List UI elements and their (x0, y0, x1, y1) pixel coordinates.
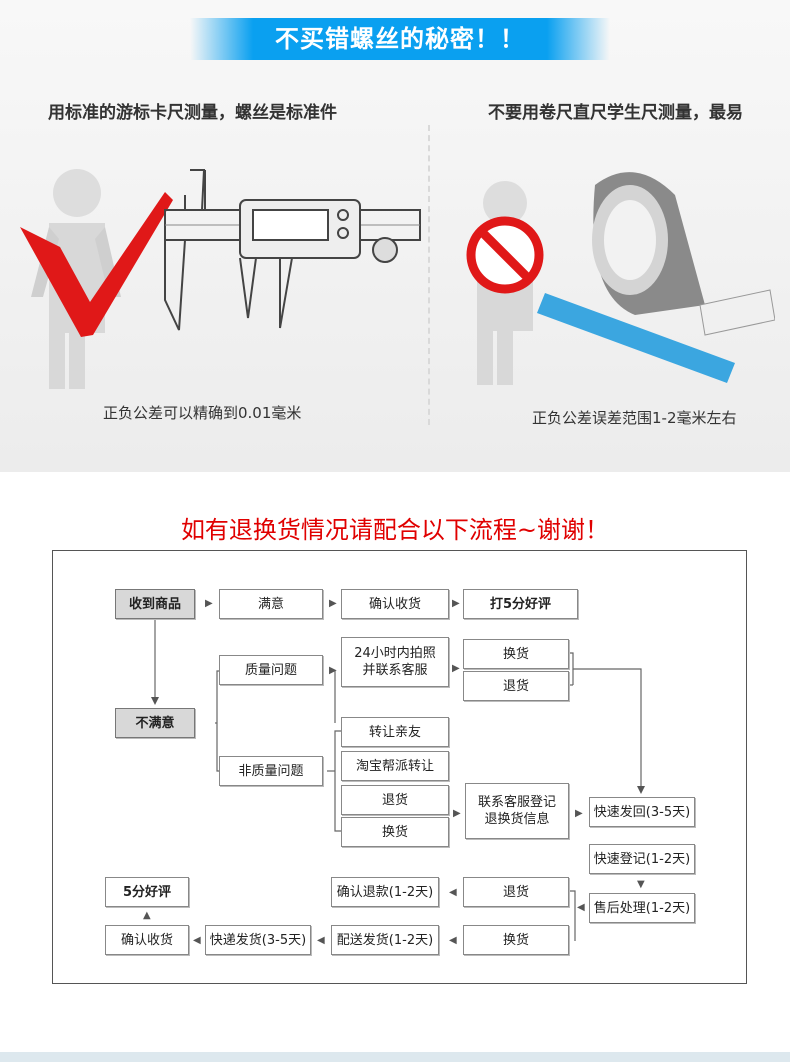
ruler-icon (537, 293, 735, 383)
arrow-down-icon: ▼ (637, 879, 645, 890)
arrow-right-icon: ▶ (329, 598, 337, 609)
step-register: 快速登记(1-2天) (589, 844, 695, 874)
step-return-3: 退货 (463, 877, 569, 907)
step-non-quality-issue: 非质量问题 (219, 756, 323, 786)
return-policy-tagline: 如有退换货情况请配合以下流程~谢谢！ (180, 516, 610, 544)
arrow-left-icon: ◀ (577, 902, 585, 913)
step-taobao-transfer: 淘宝帮派转让 (341, 751, 449, 781)
step-confirm-refund: 确认退款(1-2天) (331, 877, 439, 907)
step-ship-out: 配送发货(1-2天) (331, 925, 439, 955)
step-exchange-2: 换货 (341, 817, 449, 847)
step-confirm-receipt-final: 确认收货 (105, 925, 189, 955)
arrow-left-icon: ◀ (449, 887, 457, 898)
step-quality-issue: 质量问题 (219, 655, 323, 685)
banner-title: 不买错螺丝的秘密！！ (190, 18, 610, 60)
comparison-panel: 不买错螺丝的秘密！！ 用标准的游标卡尺测量，螺丝是标准件 不要用卷尺直尺学生尺测… (0, 0, 790, 472)
step-return: 退货 (463, 671, 569, 701)
step-express-ship: 快递发货(3-5天) (205, 925, 311, 955)
arrow-right-icon: ▶ (205, 598, 213, 609)
panel-divider (428, 125, 430, 425)
return-flowchart: 收到商品 ▶ 满意 ▶ 确认收货 ▶ 打5分好评 不满意 质量问题 ▶ 24小时… (52, 550, 747, 984)
step-return-2: 退货 (341, 785, 449, 815)
prohibited-icon (466, 216, 544, 294)
step-receive-goods: 收到商品 (115, 589, 195, 619)
right-panel-title: 不要用卷尺直尺学生尺测量，最易 (488, 103, 743, 123)
step-exchange: 换货 (463, 639, 569, 669)
step-unsatisfied: 不满意 (115, 708, 195, 738)
arrow-left-icon: ◀ (449, 935, 457, 946)
right-panel-caption: 正负公差误差范围1-2毫米左右 (532, 409, 737, 427)
step-satisfied: 满意 (219, 589, 323, 619)
step-contact-register: 联系客服登记 退换货信息 (465, 783, 569, 839)
arrow-left-icon: ◀ (193, 935, 201, 946)
tape-measure-icon (592, 172, 775, 336)
arrow-right-icon: ▶ (452, 598, 460, 609)
step-good-review-final: 5分好评 (105, 877, 189, 907)
arrow-right-icon: ▶ (452, 663, 460, 674)
arrow-right-icon: ▶ (575, 808, 583, 819)
arrow-up-icon: ▲ (143, 910, 151, 921)
arrow-left-icon: ◀ (317, 935, 325, 946)
check-mark-icon (20, 192, 173, 337)
left-panel-title: 用标准的游标卡尺测量，螺丝是标准件 (48, 103, 337, 123)
tape-measure-illustration (466, 172, 775, 385)
caliper-illustration (20, 169, 421, 389)
left-panel-caption: 正负公差可以精确到0.01毫米 (103, 404, 302, 422)
step-photo-contact: 24小时内拍照 并联系客服 (341, 637, 449, 687)
step-send-back: 快速发回(3-5天) (589, 797, 695, 827)
arrow-right-icon: ▶ (329, 665, 337, 676)
step-exchange-3: 换货 (463, 925, 569, 955)
arrow-right-icon: ▶ (453, 808, 461, 819)
step-after-sales: 售后处理(1-2天) (589, 893, 695, 923)
flowchart-connectors (151, 619, 645, 941)
step-confirm-receipt: 确认收货 (341, 589, 449, 619)
step-good-review: 打5分好评 (463, 589, 578, 619)
caliper-icon (164, 169, 421, 331)
step-transfer-friends: 转让亲友 (341, 717, 449, 747)
footer-strip (0, 1052, 790, 1062)
